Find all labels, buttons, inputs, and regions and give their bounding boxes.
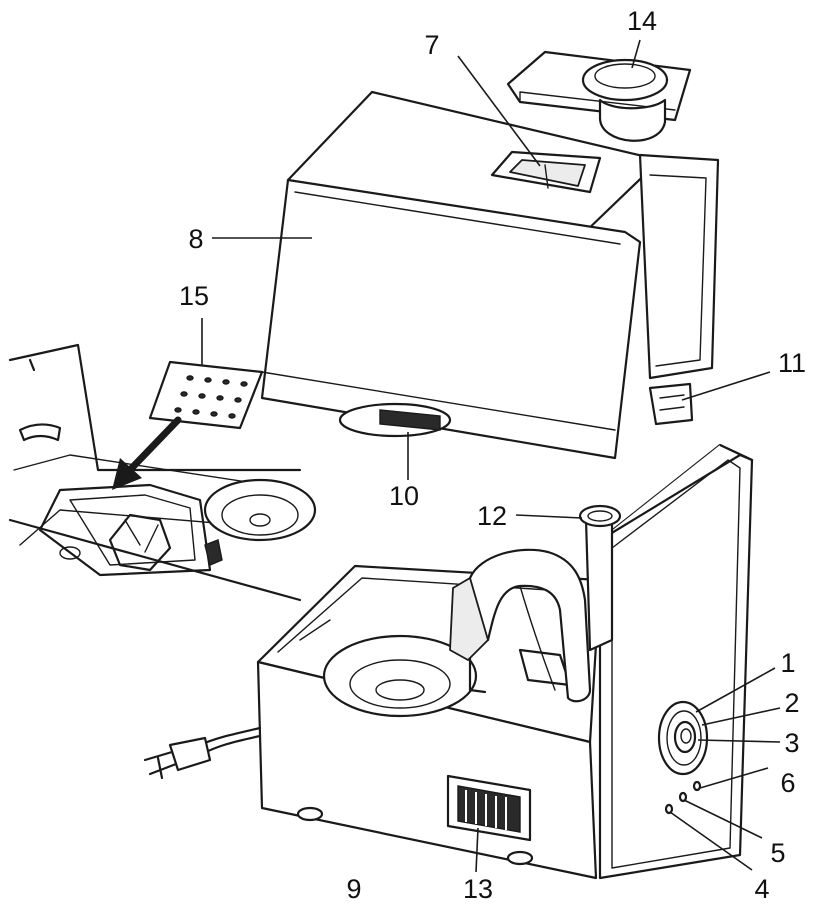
tank-cap — [506, 50, 692, 142]
callout-12: 12 — [477, 501, 507, 531]
control-tower — [598, 443, 754, 880]
indicator-lights — [664, 780, 702, 815]
callout-labels: 14 7 8 15 11 10 12 1 2 3 6 5 4 9 13 — [179, 6, 806, 904]
callout-15: 15 — [179, 281, 209, 311]
callout-13: 13 — [463, 874, 493, 904]
callout-6: 6 — [780, 768, 795, 798]
power-cord — [143, 726, 262, 780]
base-unit — [256, 564, 602, 880]
callout-1: 1 — [780, 648, 795, 678]
inset-base-detail — [8, 343, 317, 602]
callout-9: 9 — [346, 874, 361, 904]
leader-lines — [201, 39, 781, 873]
callout-4: 4 — [754, 874, 769, 904]
callout-3: 3 — [784, 728, 799, 758]
filter-pad — [148, 360, 264, 430]
callout-8: 8 — [188, 224, 203, 254]
callout-5: 5 — [770, 838, 785, 868]
insert-arrow-icon — [112, 416, 182, 490]
tank-fill-opening — [490, 150, 602, 194]
control-knob — [657, 700, 709, 776]
callout-11: 11 — [778, 348, 806, 378]
callout-10: 10 — [389, 481, 419, 511]
mist-pipe — [449, 504, 622, 703]
outlet-grille — [446, 774, 532, 842]
callout-14: 14 — [627, 6, 657, 36]
callout-2: 2 — [784, 688, 799, 718]
callout-7: 7 — [424, 30, 439, 60]
water-tank — [260, 90, 720, 460]
